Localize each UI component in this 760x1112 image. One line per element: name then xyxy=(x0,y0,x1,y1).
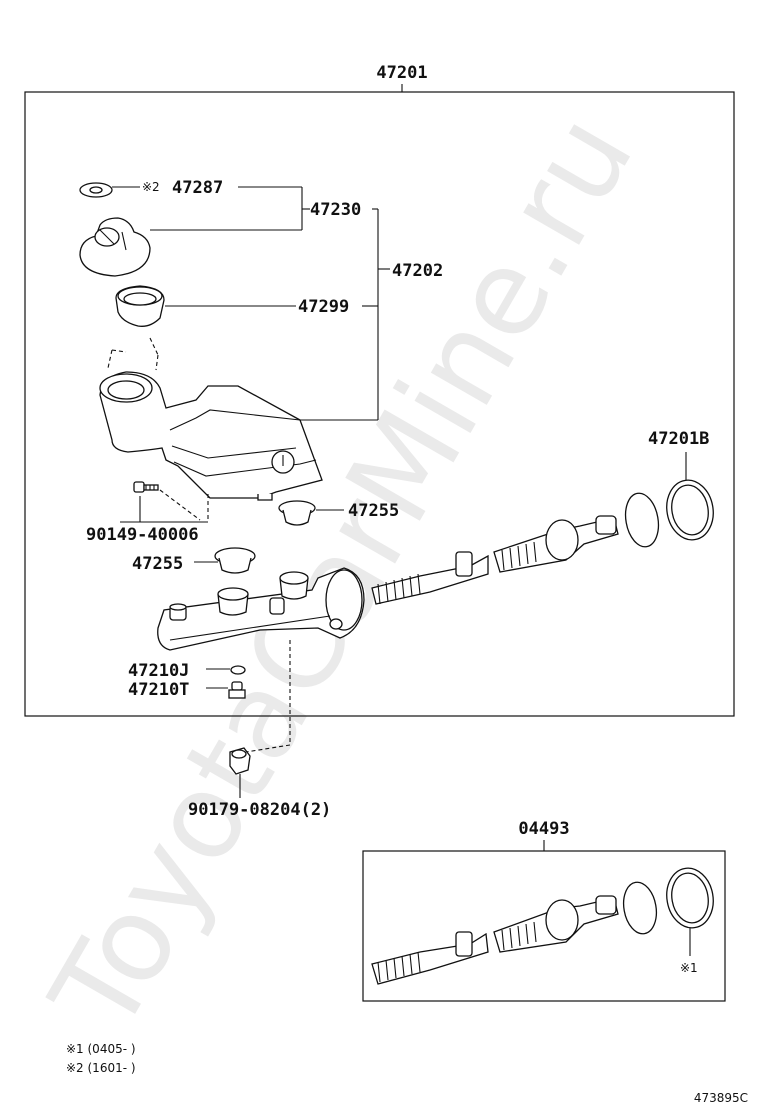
label-47299: 47299 xyxy=(298,297,349,317)
figure-code: 473895C xyxy=(694,1091,748,1105)
bleeder-47210t-drawing xyxy=(228,681,246,699)
label-04493: 04493 xyxy=(518,819,569,839)
footnote-1: ※1 (0405- ) xyxy=(66,1042,136,1056)
piston-assembly-kit-drawing xyxy=(371,881,658,985)
label-47255-upper: 47255 xyxy=(348,501,399,521)
reservoir-cap-47230-drawing xyxy=(79,217,151,277)
master-cylinder-body-drawing xyxy=(157,567,365,651)
label-47201: 47201 xyxy=(376,63,427,83)
reservoir-47202-drawing xyxy=(99,371,323,501)
washer-47210j-drawing xyxy=(230,665,246,675)
footnote-2: ※2 (1601- ) xyxy=(66,1061,136,1075)
label-90179-08204: 90179-08204(2) xyxy=(188,800,331,820)
label-47201b: 47201B xyxy=(648,429,709,449)
o-ring-47201b-drawing xyxy=(624,479,714,548)
label-47230: 47230 xyxy=(310,200,361,220)
label-47210t: 47210T xyxy=(128,680,189,700)
strainer-47299-drawing xyxy=(115,285,165,327)
nut-90179-drawing xyxy=(229,747,251,775)
label-90149-40006: 90149-40006 xyxy=(86,525,199,545)
assembly-47201-frame xyxy=(24,91,735,717)
note-mark-47287: ※2 xyxy=(142,180,160,194)
grommet-47255-lower-drawing xyxy=(214,547,256,574)
grommet-47255-upper-drawing xyxy=(278,500,316,526)
label-47255-lower: 47255 xyxy=(132,554,183,574)
piston-assembly-upper-drawing xyxy=(371,515,619,605)
label-47287: 47287 xyxy=(172,178,223,198)
o-ring-kit-drawing xyxy=(666,867,714,929)
label-47210j: 47210J xyxy=(128,661,189,681)
washer-47287-drawing xyxy=(79,182,113,198)
label-47202: 47202 xyxy=(392,261,443,281)
bolt-90149-drawing xyxy=(133,481,159,493)
note-mark-kit-o-ring: ※1 xyxy=(680,961,698,975)
